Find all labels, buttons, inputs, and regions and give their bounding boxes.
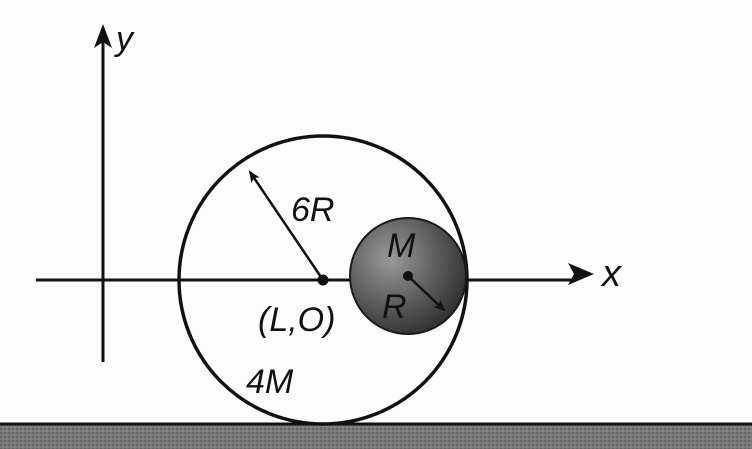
y-axis-label: y <box>114 20 135 58</box>
center-coordinate-label: (L,O) <box>258 301 335 339</box>
ground <box>0 422 752 449</box>
x-axis-arrowhead <box>568 263 594 285</box>
small-radius-arrow <box>407 275 446 312</box>
y-axis <box>94 24 112 362</box>
big-mass-label: 4M <box>246 363 294 401</box>
x-axis-label: x <box>600 253 623 295</box>
y-axis-arrowhead <box>94 24 112 48</box>
small-mass-label: M <box>387 227 416 265</box>
x-axis <box>36 263 594 285</box>
big-center-dot <box>317 274 329 286</box>
big-radius-arrow <box>248 170 325 281</box>
big-ring <box>177 134 469 426</box>
small-radius-label: R <box>382 288 407 326</box>
big-radius-label: 6R <box>291 191 334 229</box>
